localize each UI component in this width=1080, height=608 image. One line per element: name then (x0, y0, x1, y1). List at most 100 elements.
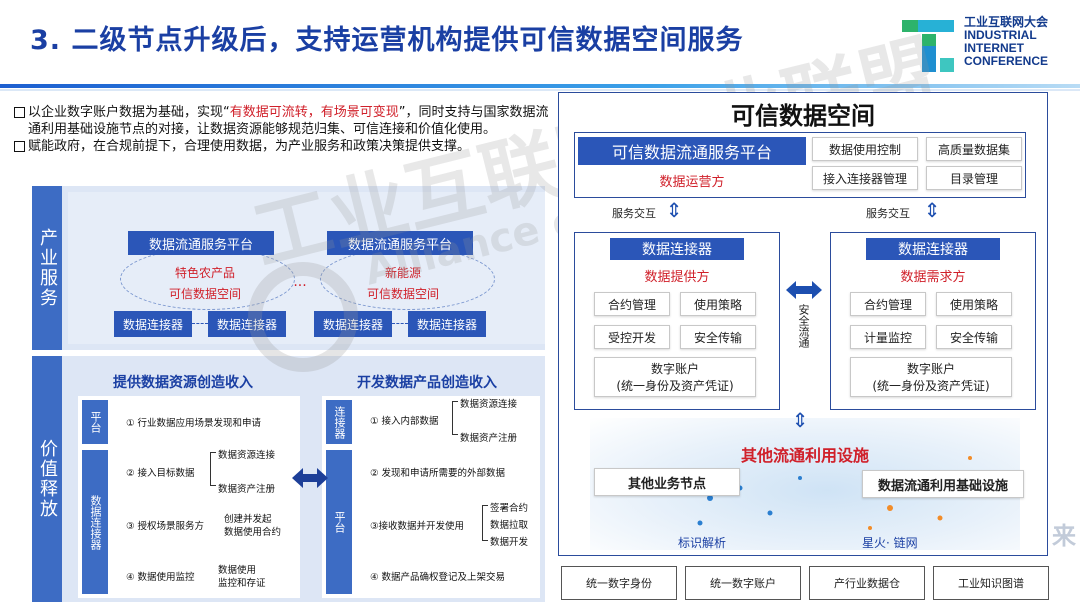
bullet-text: ”，同时支持与国家数据流通利用基础设施节点的对接，让数据资源能够规范归集、可信连… (28, 105, 549, 137)
right-row-3b: 数据拉取 (490, 520, 529, 531)
bullet-item: 赋能政府，在合规前提下，合理使用数据，为产业服务和政策决策提供支撑。 (14, 138, 554, 155)
account-title: 数字账户 (650, 362, 699, 376)
secure-channel-label: 安全流通 (797, 304, 810, 348)
feature-box: 数据使用控制 (812, 137, 918, 161)
left-row-2a: 数据资源连接 (218, 450, 276, 461)
left-row-1: ① 行业数据应用场景发现和申请 (126, 418, 262, 429)
right-row-3: ③接收数据并开发使用 (370, 521, 465, 532)
left-space-line2: 可信数据空间 (168, 287, 241, 301)
infra-box: 数据流通利用基础设施 (862, 470, 1024, 498)
header-rule (0, 84, 1080, 88)
right-map-caption: 星火· 链网 (862, 536, 918, 550)
bullet-item: 以企业数字账户数据为基础，实现“有数据可流转，有场景可变现”，同时支持与国家数据… (14, 104, 554, 138)
bullet-list: 以企业数字账户数据为基础，实现“有数据可流转，有场景可变现”，同时支持与国家数据… (14, 104, 554, 155)
consumer-item: 计量监控 (850, 325, 926, 349)
right-platform-tag: 平台 (326, 450, 352, 594)
left-row-3b: 数据使用合约 (224, 527, 282, 538)
footer-box: 统一数字身份 (561, 566, 677, 600)
feature-box: 目录管理 (926, 166, 1022, 190)
left-column-panel (78, 396, 300, 598)
operator-label: 数据运营方 (659, 175, 725, 190)
other-infra-title: 其他流通利用设施 (740, 446, 869, 465)
value-release-label: 价值释放 (32, 356, 62, 602)
right-space-line1: 新能源 (384, 266, 421, 280)
bracket (210, 452, 216, 486)
connector-box: 数据连接器 (114, 311, 192, 337)
provider-role: 数据提供方 (644, 270, 710, 285)
left-connector-tag: 数据连接器 (82, 450, 108, 594)
account-desc: (统一身份及资产凭证) (616, 379, 734, 393)
vertical-arrow-icon: ⇕ (791, 408, 809, 432)
left-row-4: ④ 数据使用监控 (126, 572, 195, 583)
checkbox-bullet-icon (14, 141, 25, 152)
right-row-1a: 数据资源连接 (460, 399, 518, 410)
right-column-panel (322, 396, 540, 598)
right-column-title: 开发数据产品创造收入 (357, 375, 497, 391)
watermark-logo-icon (248, 262, 358, 372)
vertical-arrow-icon: ⇕ (923, 198, 941, 222)
page-title: 3. 二级节点升级后，支持运营机构提供可信数据空间服务 (30, 25, 744, 56)
account-desc: (统一身份及资产凭证) (872, 379, 990, 393)
right-row-3a: 签署合约 (490, 503, 529, 514)
consumer-account-box: 数字账户 (统一身份及资产凭证) (850, 357, 1012, 397)
platform-box-left: 数据流通服务平台 (128, 231, 274, 255)
conference-logo-icon (902, 20, 954, 72)
right-row-3c: 数据开发 (490, 537, 529, 548)
interaction-label-left: 服务交互 (612, 207, 656, 220)
bullet-highlight: 有数据可流转，有场景可变现 (229, 105, 399, 120)
logo-line: INDUSTRIAL (964, 28, 1037, 42)
consumer-connector-head: 数据连接器 (866, 238, 1000, 260)
right-row-4: ④ 数据产品确权登记及上架交易 (370, 572, 506, 583)
logo-line: 工业互联网大会 (964, 15, 1049, 29)
logo-line: CONFERENCE (964, 54, 1049, 68)
feature-box: 高质量数据集 (926, 137, 1022, 161)
footer-box: 产行业数据仓 (809, 566, 925, 600)
provider-item: 合约管理 (594, 292, 670, 316)
left-platform-tag: 平台 (82, 400, 108, 444)
provider-connector-head: 数据连接器 (610, 238, 744, 260)
bullet-text: 赋能政府，在合规前提下，合理使用数据，为产业服务和政策决策提供支撑。 (28, 139, 471, 154)
consumer-item: 合约管理 (850, 292, 926, 316)
left-map-caption: 标识解析 (678, 536, 727, 550)
consumer-item: 安全传输 (936, 325, 1012, 349)
feature-box: 接入连接器管理 (812, 166, 918, 190)
left-space-line1: 特色农产品 (174, 266, 235, 280)
right-row-1: ① 接入内部数据 (370, 416, 439, 427)
bullet-text: 以企业数字账户数据为基础，实现“ (28, 105, 230, 120)
header-rule-light (0, 89, 1080, 91)
footer-box: 工业知识图谱 (933, 566, 1049, 600)
account-title: 数字账户 (906, 362, 955, 376)
consumer-role: 数据需求方 (900, 270, 966, 285)
other-nodes-box: 其他业务节点 (594, 468, 740, 496)
connector-link (192, 323, 208, 324)
provider-item: 受控开发 (594, 325, 670, 349)
bracket (452, 401, 458, 435)
logo-line: INTERNET (964, 41, 1024, 55)
left-row-4b: 监控和存证 (218, 578, 266, 589)
right-connector-tag: 连接器 (326, 400, 352, 444)
provider-account-box: 数字账户 (统一身份及资产凭证) (594, 357, 756, 397)
provider-item: 安全传输 (680, 325, 756, 349)
right-space-line2: 可信数据空间 (366, 287, 439, 301)
consumer-item: 使用策略 (936, 292, 1012, 316)
left-row-3: ③ 授权场景服务方 (126, 521, 205, 532)
footer-box: 统一数字账户 (685, 566, 801, 600)
space-title: 可信数据空间 (731, 102, 875, 130)
left-row-2b: 数据资产注册 (218, 484, 276, 495)
left-row-4a: 数据使用 (218, 565, 257, 576)
provider-item: 使用策略 (680, 292, 756, 316)
right-row-2: ② 发现和申请所需要的外部数据 (370, 468, 506, 479)
left-column-title: 提供数据资源创造收入 (113, 375, 253, 391)
edge-watermark: 来 (1052, 522, 1076, 550)
platform-box-right: 数据流通服务平台 (327, 231, 473, 255)
left-row-2: ② 接入目标数据 (126, 468, 195, 479)
vertical-arrow-icon: ⇕ (665, 198, 683, 222)
checkbox-bullet-icon (14, 107, 25, 118)
trusted-platform-box: 可信数据流通服务平台 (578, 137, 806, 165)
bracket (482, 505, 488, 541)
interaction-label-right: 服务交互 (866, 207, 910, 220)
conference-logo-text: 工业互联网大会 INDUSTRIAL INTERNET CONFERENCE (964, 16, 1048, 68)
horizontal-double-arrow-icon (786, 280, 822, 300)
right-row-1b: 数据资产注册 (460, 433, 518, 444)
connector-link (392, 323, 408, 324)
